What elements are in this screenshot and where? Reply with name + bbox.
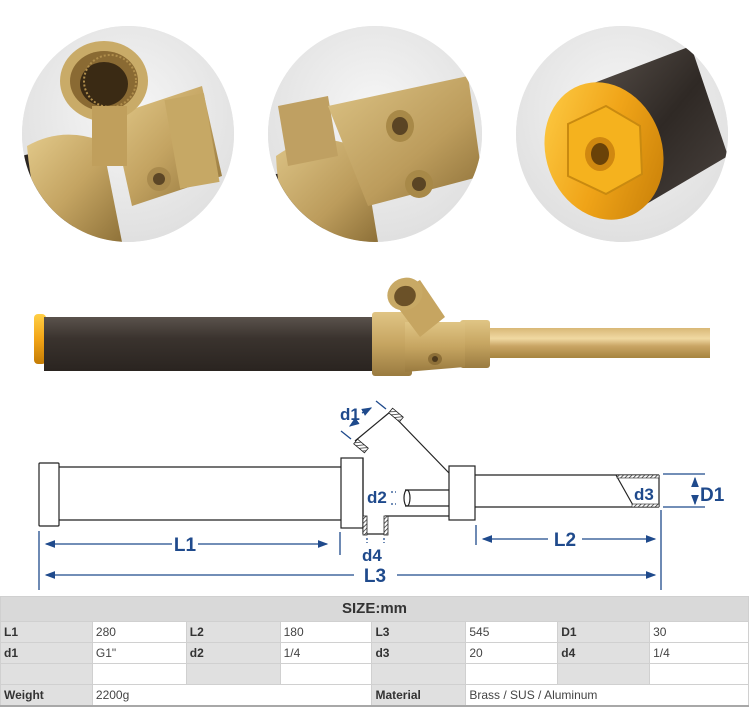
label-D1: D1 [700,485,725,506]
spec-label [0,663,93,685]
spec-value: G1" [91,642,187,664]
table-row: Weight 2200g Material Brass / SUS / Alum… [0,684,749,707]
label-d1: d1 [340,405,360,424]
label-L1: L1 [174,535,197,556]
spec-value: 1/4 [279,642,373,664]
label-L3: L3 [364,566,386,587]
table-title: SIZE:mm [0,596,749,622]
material-value: Brass / SUS / Aluminum [465,684,749,707]
label-d4: d4 [362,546,382,565]
spec-value: 1/4 [649,642,749,664]
brass-tee-fitting-photo [22,26,234,242]
spec-label [557,663,651,685]
spec-value: 30 [649,621,749,643]
spec-value: 280 [91,621,187,643]
spec-label: d1 [0,642,93,664]
spec-label: d4 [557,642,651,664]
detail-photos [0,0,750,260]
material-label: Material [371,684,467,707]
dimension-drawing: L1 L2 L3 D1 d1 d2 d3 d4 [0,398,750,593]
spec-label: d2 [185,642,281,664]
spec-value: 20 [465,642,559,664]
table-row [0,663,749,685]
spec-label: d3 [371,642,467,664]
spec-value: 180 [279,621,373,643]
product-full-view-photo [20,262,730,392]
spec-label: L2 [185,621,281,643]
size-spec-table: SIZE:mm L1 280 L2 180 L3 545 D1 30 d1 G1… [0,596,749,707]
label-d2: d2 [367,488,387,507]
label-L2: L2 [554,530,576,551]
weight-label: Weight [0,684,93,707]
spec-value [279,663,373,685]
spec-label [185,663,281,685]
weight-value: 2200g [91,684,373,707]
spec-label [371,663,467,685]
brass-side-ports-photo [268,26,482,242]
table-row: L1 280 L2 180 L3 545 D1 30 [0,621,749,643]
spec-label: D1 [557,621,651,643]
spec-value [91,663,187,685]
spec-value [649,663,749,685]
spec-value [465,663,559,685]
spec-label: L1 [0,621,93,643]
table-row: d1 G1" d2 1/4 d3 20 d4 1/4 [0,642,749,664]
aluminum-end-cap-photo [516,26,728,242]
label-d3: d3 [634,485,654,504]
spec-label: L3 [371,621,467,643]
spec-value: 545 [465,621,559,643]
